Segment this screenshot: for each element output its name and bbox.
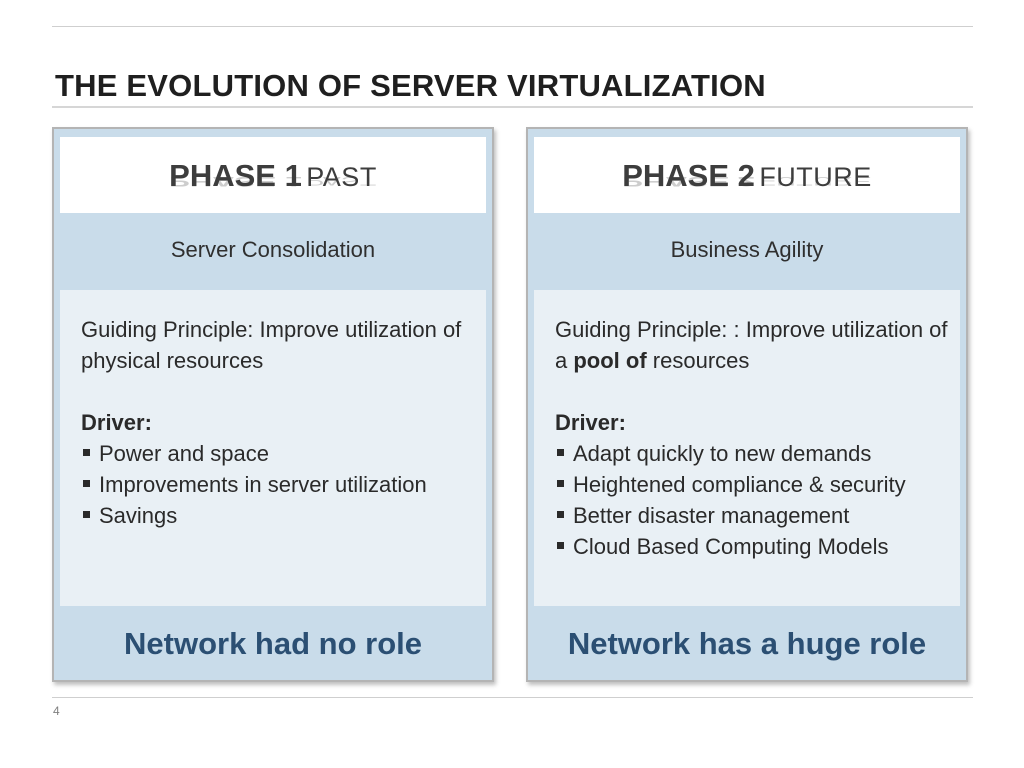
phase-2-guiding-principle: Guiding Principle: : Improve utilization… bbox=[555, 317, 948, 373]
phase-2-statement: Network has a huge role bbox=[567, 626, 927, 661]
phase-2-header: PHASE 2 FUTURE PHASE 2 FUTURE bbox=[534, 137, 960, 213]
top-divider bbox=[52, 26, 973, 27]
phase-2-era: FUTURE bbox=[759, 162, 872, 192]
page-number: 4 bbox=[53, 704, 60, 718]
phase-1-theme: Server Consolidation bbox=[170, 237, 376, 262]
phase-2-heading: PHASE 2 FUTURE PHASE 2 FUTURE bbox=[622, 159, 872, 199]
square-bullet-icon bbox=[557, 511, 564, 518]
phase-1-statement: Network had no role bbox=[124, 626, 422, 661]
bottom-divider bbox=[52, 697, 973, 698]
square-bullet-icon bbox=[557, 480, 564, 487]
phase-2-content: Guiding Principle: : Improve utilization… bbox=[534, 290, 960, 606]
list-item: Improvements in server utilization bbox=[81, 469, 486, 500]
phase-2-driver-label: Driver: bbox=[555, 410, 626, 435]
title-divider bbox=[52, 106, 973, 108]
square-bullet-icon bbox=[83, 480, 90, 487]
slide-title: THE EVOLUTION OF SERVER VIRTUALIZATION bbox=[55, 68, 766, 103]
square-bullet-icon bbox=[83, 449, 90, 456]
phase-2-label: PHASE 2 bbox=[622, 158, 755, 193]
square-bullet-icon bbox=[557, 542, 564, 549]
phase-1-driver-label: Driver: bbox=[81, 410, 152, 435]
list-item: Cloud Based Computing Models bbox=[555, 531, 960, 562]
phase-1-driver-list: Power and space Improvements in server u… bbox=[81, 438, 486, 531]
list-item: Adapt quickly to new demands bbox=[555, 438, 960, 469]
square-bullet-icon bbox=[557, 449, 564, 456]
phase-1-guiding-principle: Guiding Principle: Improve utilization o… bbox=[81, 317, 462, 373]
phase-1-header: PHASE 1 PAST PHASE 1 PAST bbox=[60, 137, 486, 213]
list-item: Power and space bbox=[81, 438, 486, 469]
list-item: Better disaster management bbox=[555, 500, 960, 531]
phase-1-content: Guiding Principle: Improve utilization o… bbox=[60, 290, 486, 606]
list-item: Savings bbox=[81, 500, 486, 531]
phase-1-label: PHASE 1 bbox=[169, 158, 302, 193]
phase-1-heading: PHASE 1 PAST PHASE 1 PAST bbox=[169, 159, 377, 199]
phase-2-driver-list: Adapt quickly to new demands Heightened … bbox=[555, 438, 960, 562]
phase-1-era: PAST bbox=[306, 162, 377, 192]
phase-1-panel: PHASE 1 PAST PHASE 1 PAST Server Consoli… bbox=[52, 127, 494, 682]
list-item: Heightened compliance & security bbox=[555, 469, 960, 500]
square-bullet-icon bbox=[83, 511, 90, 518]
phase-2-theme: Business Agility bbox=[670, 237, 824, 262]
phase-2-panel: PHASE 2 FUTURE PHASE 2 FUTURE Business A… bbox=[526, 127, 968, 682]
